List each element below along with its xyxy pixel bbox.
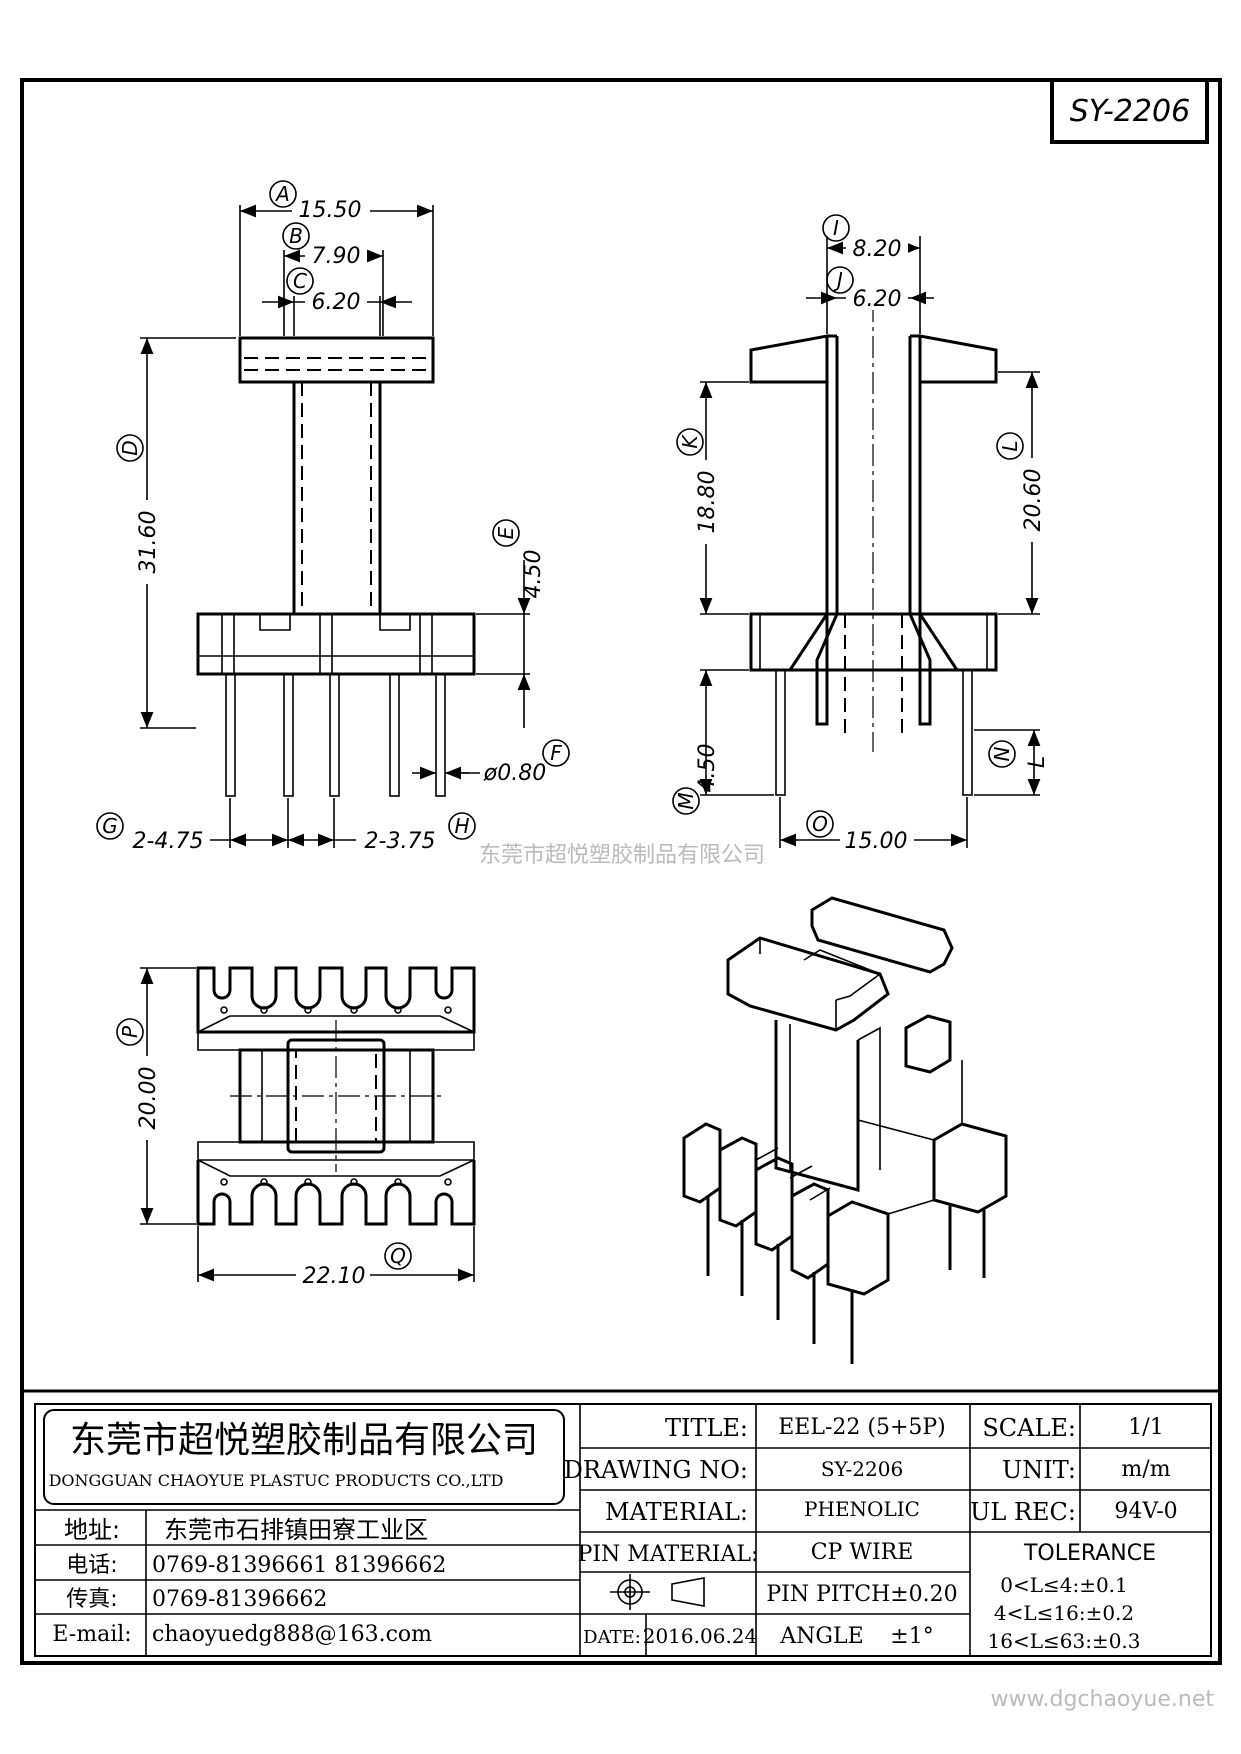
dim-K-value: 18.80 <box>695 471 720 534</box>
pin-material-value: CP WIRE <box>811 1540 914 1565</box>
dim-E-value: 4.50 <box>521 550 546 599</box>
date-value: 2016.06.24 <box>643 1624 758 1648</box>
dim-D-value: 31.60 <box>136 511 161 574</box>
balloon-Q: Q <box>390 1244 406 1268</box>
unit-value: m/m <box>1121 1457 1170 1482</box>
balloon-P: P <box>118 1025 142 1038</box>
balloon-F: F <box>550 741 562 765</box>
dim-B-value: 7.90 <box>312 244 361 269</box>
balloon-A: A <box>274 182 290 206</box>
dim-G-value: 2-4.75 <box>133 829 204 854</box>
balloon-B: B <box>289 224 303 248</box>
unit-label: UNIT: <box>1002 1456 1076 1484</box>
dim-H-value: 2-3.75 <box>365 829 436 854</box>
balloon-I: I <box>833 216 839 240</box>
dim-J-value: 6.20 <box>853 287 902 312</box>
dim-P-value: 20.00 <box>136 1067 161 1130</box>
tolerance-row-3: 16<L≤63:±0.3 <box>988 1629 1141 1653</box>
address-value: 东莞市石排镇田寮工业区 <box>164 1516 428 1544</box>
watermark: 东莞市超悦塑胶制品有限公司 <box>479 843 765 868</box>
title-value: EEL-22 (5+5P) <box>778 1415 946 1440</box>
balloon-O: O <box>812 812 828 836</box>
dim-A-value: 15.50 <box>299 198 362 223</box>
dim-M-value: 4.50 <box>695 744 720 793</box>
sheet-border <box>20 78 1222 1665</box>
dim-O-value: 15.00 <box>845 829 908 854</box>
front-view: 15.50 A 7.90 B 6.20 C 31.60 D <box>96 180 570 854</box>
address-label: 地址: <box>64 1516 120 1544</box>
tolerance-label: TOLERANCE <box>1023 1541 1156 1566</box>
part-number-box: SY-2206 <box>1050 78 1209 144</box>
company-name-cn: 东莞市超悦塑胶制品有限公司 <box>70 1420 538 1461</box>
bottom-view: 20.00 P 22.10 Q <box>116 966 476 1289</box>
dim-C-value: 6.20 <box>312 290 361 315</box>
balloon-N: N <box>990 746 1014 761</box>
email-label: E-mail: <box>52 1622 131 1647</box>
fax-value: 0769-81396662 <box>152 1587 327 1612</box>
scale-label: SCALE: <box>982 1414 1076 1442</box>
dim-I-value: 8.20 <box>853 237 902 262</box>
title-label: TITLE: <box>665 1414 748 1442</box>
projection-symbol-icon <box>610 1574 705 1610</box>
balloon-L: L <box>998 440 1022 451</box>
drawing-no-value: SY-2206 <box>821 1457 903 1481</box>
balloon-C: C <box>293 269 307 293</box>
part-number: SY-2206 <box>1070 94 1190 129</box>
email-value: chaoyuedg888@163.com <box>152 1622 432 1647</box>
angle-label: ANGLE <box>779 1624 863 1649</box>
dim-L-value: 20.60 <box>1021 469 1046 532</box>
phone-value: 0769-81396661 81396662 <box>152 1553 446 1578</box>
company-name-en: DONGGUAN CHAOYUE PLASTUC PRODUCTS CO.,LT… <box>49 1471 504 1490</box>
balloon-E: E <box>494 526 518 539</box>
material-label: MATERIAL: <box>605 1498 748 1526</box>
balloon-H: H <box>454 814 469 838</box>
scale-value: 1/1 <box>1128 1415 1163 1440</box>
phone-label: 电话: <box>66 1553 117 1578</box>
angle-value: ±1° <box>890 1624 933 1649</box>
balloon-K: K <box>678 434 702 449</box>
title-block: 东莞市超悦塑胶制品有限公司 DONGGUAN CHAOYUE PLASTUC P… <box>22 1389 1220 1657</box>
website-url: www.dgchaoyue.net <box>991 1687 1215 1712</box>
balloon-D: D <box>118 440 142 455</box>
balloon-J: J <box>833 268 843 292</box>
date-label: DATE: <box>583 1627 641 1648</box>
company-box <box>43 1409 565 1505</box>
drawing-no-label: DRAWING NO: <box>564 1456 748 1484</box>
side-view: 8.20 I 6.20 J 18.80 K 20.60 L 4.50 M <box>672 214 1050 854</box>
ul-rec-label: UL REC: <box>970 1498 1076 1526</box>
ul-rec-value: 94V-0 <box>1114 1499 1177 1524</box>
dim-F-value: ø0.80 <box>483 761 546 786</box>
fax-label: 传真: <box>66 1587 117 1612</box>
isometric-view <box>682 896 1008 1364</box>
pin-material-label: PIN MATERIAL: <box>578 1542 759 1567</box>
tolerance-row-1: 0<L≤4:±0.1 <box>1000 1573 1128 1597</box>
material-value: PHENOLIC <box>804 1497 920 1521</box>
dim-N-value: L <box>1025 756 1050 768</box>
balloon-G: G <box>102 814 118 838</box>
tolerance-row-2: 4<L≤16:±0.2 <box>994 1601 1134 1625</box>
balloon-M: M <box>674 792 698 809</box>
pin-pitch: PIN PITCH±0.20 <box>766 1582 957 1607</box>
dim-Q-value: 22.10 <box>303 1264 366 1289</box>
